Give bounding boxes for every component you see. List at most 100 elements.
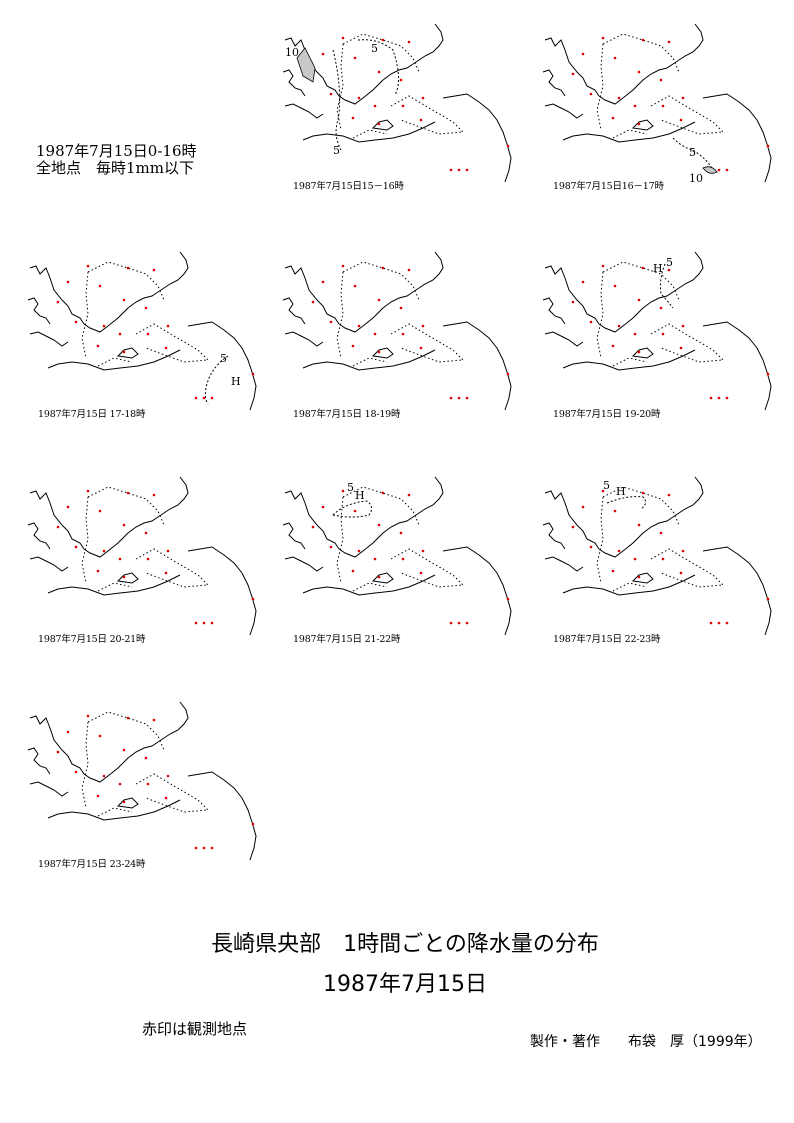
station-marker bbox=[373, 332, 377, 336]
station-marker bbox=[341, 264, 345, 268]
coastline bbox=[338, 59, 420, 105]
coastline bbox=[47, 574, 181, 596]
station-marker bbox=[194, 846, 198, 850]
station-marker bbox=[589, 320, 593, 324]
coastline bbox=[163, 701, 189, 739]
station-marker bbox=[357, 96, 361, 100]
coastline bbox=[47, 349, 181, 371]
station-marker bbox=[419, 346, 423, 350]
station-marker bbox=[146, 782, 150, 786]
station-marker bbox=[321, 280, 325, 284]
coastline bbox=[544, 265, 600, 325]
station-marker bbox=[194, 621, 198, 625]
station-marker bbox=[407, 268, 411, 272]
station-marker bbox=[679, 346, 683, 350]
station-marker bbox=[377, 70, 381, 74]
station-marker bbox=[681, 96, 685, 100]
basemap bbox=[282, 251, 512, 411]
coastline bbox=[418, 251, 444, 289]
coastline bbox=[338, 287, 420, 333]
station-marker bbox=[118, 782, 122, 786]
station-marker bbox=[717, 168, 721, 172]
station-marker bbox=[194, 396, 198, 400]
station-marker bbox=[465, 396, 469, 400]
station-marker bbox=[506, 597, 510, 601]
station-marker bbox=[506, 372, 510, 376]
credit-line: 製作・著作 布袋 厚（1999年） bbox=[530, 1034, 762, 1050]
coastline bbox=[284, 556, 324, 572]
station-marker bbox=[166, 324, 170, 328]
station-marker bbox=[373, 104, 377, 108]
coastline bbox=[29, 490, 85, 550]
station-marker bbox=[709, 396, 713, 400]
municipal-border bbox=[135, 548, 210, 588]
coastline bbox=[284, 331, 324, 347]
station-marker bbox=[377, 122, 381, 126]
panel-caption: 1987年7月15日 20-21時 bbox=[38, 634, 146, 645]
note-period: 1987年7月15日0-16時 bbox=[36, 142, 197, 160]
station-marker bbox=[449, 396, 453, 400]
station-marker bbox=[613, 509, 617, 513]
coastline bbox=[116, 347, 139, 359]
isohyet-label: 5 bbox=[666, 256, 673, 269]
municipal-border bbox=[390, 95, 465, 135]
station-marker bbox=[152, 718, 156, 722]
coastline bbox=[302, 574, 436, 596]
station-marker bbox=[659, 306, 663, 310]
map-panel-18-19: 1987年7月15日 18-19時 bbox=[282, 238, 523, 426]
note-condition: 全地点 毎時1mm以下 bbox=[36, 159, 194, 177]
station-marker bbox=[164, 346, 168, 350]
isohyet-overlay: 5 H bbox=[332, 481, 373, 518]
panel-caption: 1987年7月15日 19-20時 bbox=[553, 409, 661, 420]
high-marker: H bbox=[355, 489, 365, 502]
panel-caption: 1987年7月15日 18-19時 bbox=[293, 409, 401, 420]
station-marker bbox=[202, 396, 206, 400]
station-marker bbox=[633, 557, 637, 561]
station-marker bbox=[617, 96, 621, 100]
coastline bbox=[544, 556, 584, 572]
station-marker bbox=[667, 493, 671, 497]
basemap bbox=[27, 701, 257, 861]
coastline bbox=[544, 331, 584, 347]
station-marker bbox=[633, 332, 637, 336]
station-marker bbox=[102, 549, 106, 553]
coastline bbox=[187, 771, 257, 861]
basemap bbox=[27, 476, 257, 636]
map-panel-15-16: 10 5 5 1987年7月15日15－16時 bbox=[282, 10, 523, 198]
station-marker bbox=[465, 621, 469, 625]
station-marker bbox=[74, 320, 78, 324]
station-marker bbox=[381, 266, 385, 270]
station-marker bbox=[725, 168, 729, 172]
coastline bbox=[163, 476, 189, 514]
station-marker bbox=[766, 597, 770, 601]
coastline bbox=[282, 522, 306, 550]
station-marker bbox=[601, 36, 605, 40]
station-marker bbox=[465, 168, 469, 172]
station-marker bbox=[86, 714, 90, 718]
station-marker bbox=[637, 298, 641, 302]
municipal-border bbox=[602, 261, 680, 301]
coastline bbox=[282, 69, 306, 97]
coastline bbox=[544, 490, 600, 550]
station-marker bbox=[357, 549, 361, 553]
station-marker bbox=[341, 36, 345, 40]
station-marker bbox=[118, 557, 122, 561]
station-marker bbox=[399, 78, 403, 82]
coastline bbox=[27, 747, 51, 775]
coastline bbox=[562, 121, 696, 143]
station-marker bbox=[56, 750, 60, 754]
station-marker bbox=[56, 300, 60, 304]
station-marker bbox=[377, 523, 381, 527]
coastline bbox=[29, 265, 85, 325]
coastline bbox=[631, 119, 654, 131]
station-marker bbox=[122, 748, 126, 752]
station-marker bbox=[725, 621, 729, 625]
station-marker bbox=[122, 298, 126, 302]
station-marker bbox=[401, 104, 405, 108]
coastline bbox=[678, 476, 704, 514]
station-marker bbox=[351, 116, 355, 120]
station-marker bbox=[449, 621, 453, 625]
station-marker bbox=[581, 505, 585, 509]
basemap bbox=[542, 251, 772, 411]
coastline bbox=[284, 490, 340, 550]
